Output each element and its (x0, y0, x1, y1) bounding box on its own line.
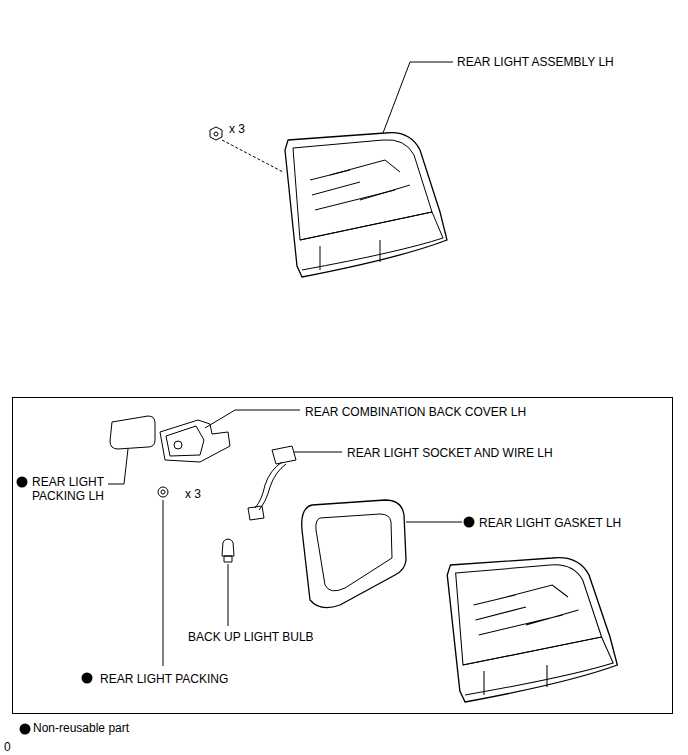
part-label: REAR LIGHT GASKET LH (479, 516, 621, 530)
part-label: 0 (4, 740, 11, 754)
part-label: REAR LIGHT SOCKET AND WIRE LH (347, 446, 553, 460)
part-label: x 3 (229, 122, 245, 136)
part-label: REAR LIGHT ASSEMBLY LH (457, 55, 614, 69)
parts-frame: REAR COMBINATION BACK COVER LH REAR LIGHT… (12, 397, 673, 714)
part-label: REAR LIGHT PACKING LH (32, 475, 116, 503)
non-reusable-mark (17, 477, 475, 735)
part-label: REAR LIGHT PACKING (100, 672, 228, 686)
part-label: REAR COMBINATION BACK COVER LH (305, 405, 526, 419)
rear-light-lens (447, 558, 617, 702)
part-label: x 3 (185, 487, 201, 501)
rear-light-assembly (210, 62, 453, 277)
legend-text: Non-reusable part (33, 721, 129, 735)
part-label: BACK UP LIGHT BULB (188, 630, 314, 644)
